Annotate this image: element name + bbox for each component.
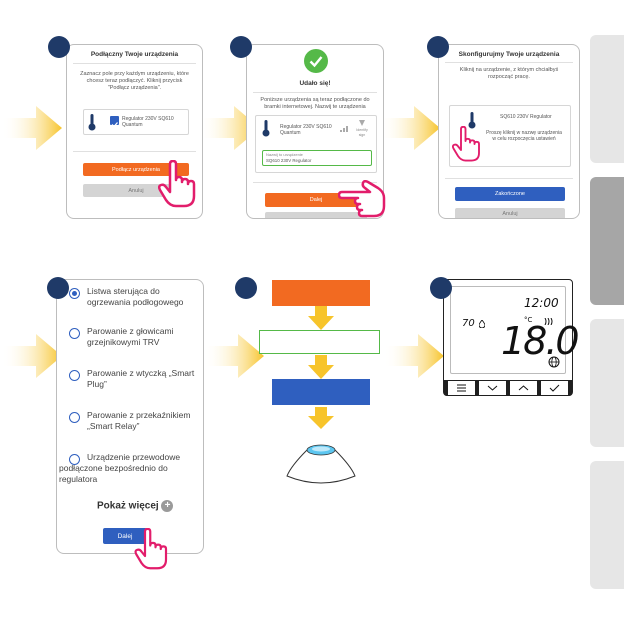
heating-icon: [544, 318, 553, 325]
cancel-button[interactable]: Anuluj: [455, 208, 565, 218]
globe-icon: [548, 356, 560, 368]
device-name: Regulator 230V SQ610 Quantum: [280, 124, 332, 136]
orange-step-block: [272, 280, 370, 306]
instruction-text: Kliknij na urządzenie, z którym chciałby…: [459, 67, 559, 80]
unit-readout: °C: [524, 316, 533, 324]
device-name-input[interactable]: Nazwij to urządzenie SQ610 230V Regulato…: [262, 150, 372, 166]
hand-pointer-icon: [338, 180, 386, 218]
check-icon: [111, 122, 118, 128]
blue-step-block: [272, 379, 370, 405]
step-marker: [430, 277, 452, 299]
chevron-up-icon: [518, 385, 529, 391]
config-hint: Proszę kliknij w nazwę urządzenia w celu…: [486, 130, 562, 142]
humidity-readout: 70: [462, 318, 475, 329]
device-name: Regulator 230V SQ610 Quantum: [122, 116, 174, 128]
side-tab-4[interactable]: [590, 461, 624, 589]
check-icon: [549, 384, 560, 392]
option-label: Parowanie z przekaźnikiem „Smart Relay”: [87, 410, 191, 431]
step-marker: [230, 36, 252, 58]
device-checkbox[interactable]: [110, 116, 119, 128]
thermostat-display: [450, 286, 566, 374]
temperature-readout: 18.0: [501, 319, 580, 363]
step-marker: [427, 36, 449, 58]
step-marker: [47, 277, 69, 299]
arrow-right-icon: [2, 334, 62, 378]
hand-pointer-icon: [452, 126, 480, 162]
side-tab-1[interactable]: [590, 35, 624, 163]
hand-pointer-icon: [134, 528, 168, 570]
show-more-link[interactable]: Pokaż więcej +: [97, 500, 174, 512]
device-row[interactable]: Regulator 230V SQ610 Quantum: [83, 109, 189, 135]
option-label: Parowanie z głowicami grzejnikowymi TRV: [87, 326, 174, 347]
done-button[interactable]: Zakończone: [455, 187, 565, 201]
thermometer-icon: [262, 120, 270, 137]
thermostat-buttons: [444, 380, 572, 396]
side-tab-2-active[interactable]: [590, 177, 624, 305]
radio-option-1[interactable]: [69, 288, 80, 299]
menu-button[interactable]: [448, 381, 475, 395]
show-more-label: Pokaż więcej: [97, 500, 159, 512]
radio-option-3[interactable]: [69, 370, 80, 381]
thermometer-icon: [468, 112, 476, 129]
arrow-right-icon: [380, 106, 440, 150]
hand-pointer-icon: [158, 160, 196, 208]
humidity-drop-icon: [479, 320, 485, 328]
success-check-icon: [304, 49, 328, 73]
instruction-text: Zaznacz pole przy każdym urządzeniu, któ…: [80, 71, 189, 91]
connect-devices-button[interactable]: Podłącz urządzenia: [83, 163, 189, 176]
confirm-button[interactable]: [541, 381, 568, 395]
arrow-down-icon: [308, 355, 334, 379]
green-step-block: [259, 330, 380, 354]
signal-icon: [340, 126, 348, 132]
menu-icon: [457, 384, 466, 392]
screen-title: Podłączny Twoje urządzenia: [90, 51, 179, 58]
thermostat: 12:00 70 °C 18.0: [443, 279, 580, 396]
arrow-right-icon: [200, 106, 260, 150]
success-screen: Udało się! Poniższe urządzenia są teraz …: [246, 44, 384, 219]
field-value: SQ610 230V Regulator: [266, 158, 312, 163]
pairing-options-screen: Listwa sterująca do ogrzewania podłogowe…: [56, 279, 204, 554]
option-label: Urządzenie przewodowe podłączone bezpośr…: [59, 452, 181, 484]
field-label: Nazwij to urządzenie: [266, 152, 303, 157]
arrow-down-icon: [308, 407, 334, 429]
arrow-right-icon: [2, 106, 62, 150]
arrow-down-icon: [308, 306, 334, 330]
radio-option-4[interactable]: [69, 412, 80, 423]
next-button[interactable]: Dalej: [103, 528, 147, 544]
step-marker: [235, 277, 257, 299]
arrow-right-icon: [384, 334, 444, 378]
arrow-right-icon: [204, 334, 264, 378]
thermometer-icon: [88, 114, 96, 131]
option-label: Listwa sterująca do ogrzewania podłogowe…: [87, 286, 184, 307]
down-button[interactable]: [479, 381, 506, 395]
configure-devices-screen: Skonfigurujmy Twoje urządzenia Kliknij n…: [438, 44, 580, 219]
step-marker: [48, 36, 70, 58]
radio-option-5[interactable]: [69, 454, 80, 465]
device-card[interactable]: SQ610 230V Regulator Proszę kliknij w na…: [449, 105, 571, 167]
side-tab-3[interactable]: [590, 319, 624, 447]
device-name[interactable]: SQ610 230V Regulator: [500, 114, 552, 120]
clock-readout: 12:00: [524, 296, 559, 310]
option-label: Parowanie z wtyczką „Smart Plug”: [87, 368, 195, 389]
secondary-button[interactable]: [265, 212, 367, 218]
up-button[interactable]: [510, 381, 537, 395]
success-text: Poniższe urządzenia są teraz podłączone …: [260, 97, 370, 110]
gateway-device-icon: [286, 444, 356, 484]
screen-title: Skonfigurujmy Twoje urządzenia: [458, 51, 560, 58]
plus-icon: +: [161, 500, 174, 512]
chevron-down-icon: [487, 385, 498, 391]
identify-icon[interactable]: [357, 119, 367, 127]
radio-option-2[interactable]: [69, 328, 80, 339]
success-title: Udało się!: [299, 80, 331, 87]
